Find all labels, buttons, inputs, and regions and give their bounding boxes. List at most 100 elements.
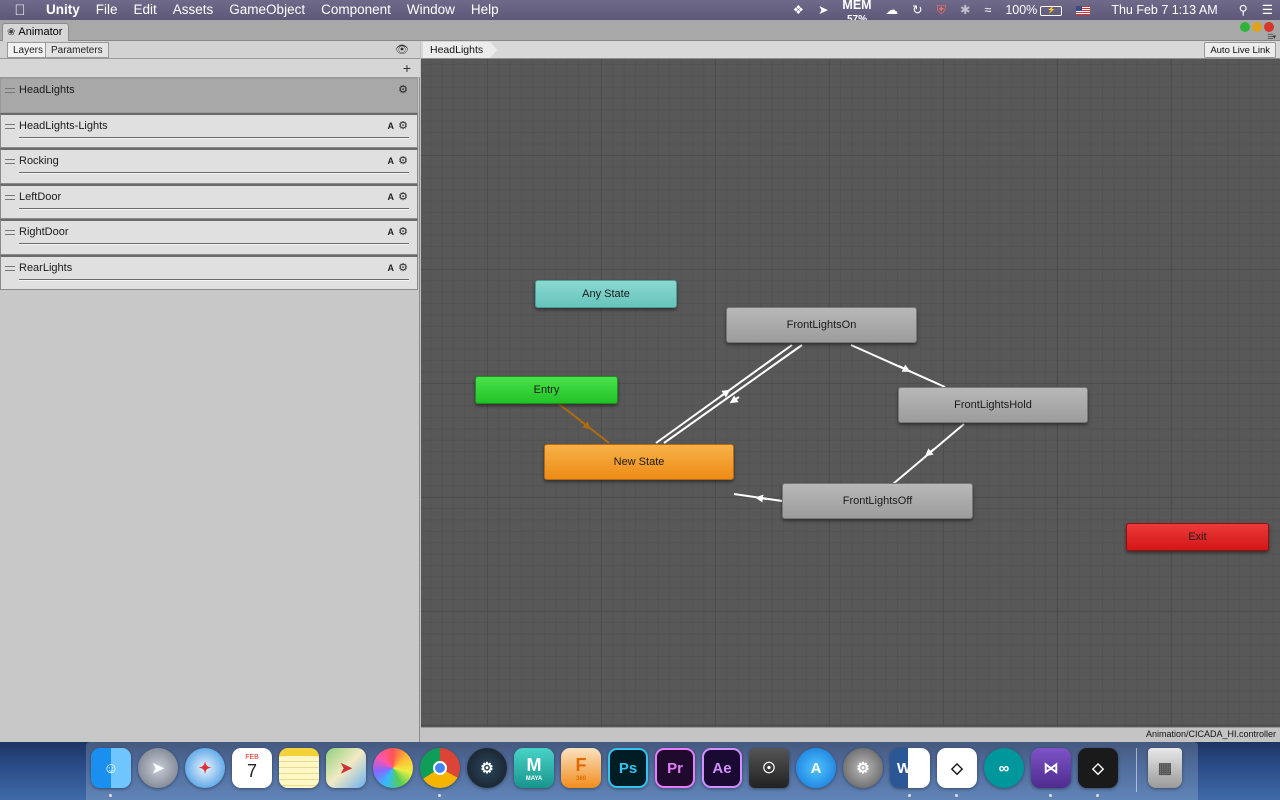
transition-newstate-to-frontlightson[interactable] bbox=[655, 344, 793, 444]
shield-icon[interactable]: ⛨ bbox=[936, 3, 946, 17]
layer-weight-slider[interactable] bbox=[19, 207, 409, 210]
creative-cloud-icon[interactable]: ☁ bbox=[885, 3, 899, 17]
running-indicator bbox=[955, 794, 958, 797]
front-lights-hold-node[interactable]: FrontLightsHold bbox=[898, 387, 1088, 423]
drag-handle-icon[interactable] bbox=[5, 194, 15, 200]
visual-studio-icon[interactable]: ⋈ bbox=[1031, 748, 1071, 788]
memory-monitor[interactable]: MEM 57% bbox=[835, 0, 878, 25]
battery-status[interactable]: 100%⚡ bbox=[998, 0, 1069, 20]
menu-app-name[interactable]: Unity bbox=[46, 2, 80, 17]
menu-gameobject[interactable]: GameObject bbox=[229, 2, 306, 17]
layer-item[interactable]: HeadLights ⚙ bbox=[0, 77, 418, 113]
window-zoom-button[interactable] bbox=[1252, 22, 1262, 32]
unity-icon[interactable]: ◇ bbox=[1078, 748, 1118, 788]
maps-icon[interactable]: ➤ bbox=[326, 748, 366, 788]
menu-help[interactable]: Help bbox=[470, 2, 499, 17]
word-icon[interactable]: W bbox=[890, 748, 930, 788]
drag-handle-icon[interactable] bbox=[5, 230, 15, 235]
fusion-360-icon[interactable]: F 360 bbox=[561, 748, 601, 788]
send-icon[interactable]: ➤ bbox=[817, 3, 829, 17]
after-effects-icon[interactable]: Ae bbox=[702, 748, 742, 788]
steam-icon[interactable]: ⚙ bbox=[467, 748, 507, 788]
safari-icon[interactable]: ✦ bbox=[185, 748, 225, 788]
layer-item[interactable]: LeftDoor A ⚙ bbox=[0, 183, 418, 219]
photos-icon[interactable] bbox=[373, 748, 413, 788]
front-lights-on-node[interactable]: FrontLightsOn bbox=[726, 307, 917, 343]
clock[interactable]: Thu Feb 7 1:13 AM bbox=[1111, 3, 1218, 17]
any-state-node[interactable]: Any State bbox=[535, 280, 677, 308]
layer-item[interactable]: HeadLights-Lights A ⚙ bbox=[0, 112, 418, 148]
window-close-button[interactable] bbox=[1264, 22, 1274, 32]
layer-item[interactable]: RightDoor A ⚙ bbox=[0, 219, 418, 255]
menu-component[interactable]: Component bbox=[321, 2, 391, 17]
launchpad-icon[interactable]: ➤ bbox=[138, 748, 178, 788]
notes-icon[interactable] bbox=[279, 748, 319, 788]
dropbox-icon[interactable]: ❖ bbox=[792, 3, 804, 17]
app-store-icon[interactable]: A bbox=[796, 748, 836, 788]
drag-handle-icon[interactable] bbox=[5, 88, 15, 93]
menu-edit[interactable]: Edit bbox=[133, 2, 157, 17]
memory-label: MEM bbox=[842, 0, 872, 12]
menu-window[interactable]: Window bbox=[406, 2, 455, 17]
layer-weight-slider[interactable] bbox=[19, 243, 409, 245]
notification-center-icon[interactable]: ☰ bbox=[1261, 3, 1273, 17]
transition-frontlightson-to-hold[interactable] bbox=[850, 344, 946, 388]
layer-weight-slider[interactable] bbox=[19, 136, 409, 139]
drag-handle-icon[interactable] bbox=[5, 123, 15, 129]
bluetooth-icon[interactable]: ✱ bbox=[959, 3, 971, 17]
photoshop-icon[interactable]: Ps bbox=[608, 748, 648, 788]
window-minimize-button[interactable] bbox=[1240, 22, 1250, 32]
trash-icon[interactable]: ▦ bbox=[1148, 748, 1182, 788]
calendar-icon[interactable]: FEB 7 bbox=[232, 748, 272, 788]
gear-icon[interactable]: ⚙ bbox=[398, 155, 408, 167]
disk-utility-icon[interactable]: ☉ bbox=[749, 748, 789, 788]
transition-frontlightson-to-newstate[interactable] bbox=[663, 344, 803, 444]
arduino-icon[interactable]: ∞ bbox=[984, 748, 1024, 788]
premiere-icon[interactable]: Pr bbox=[655, 748, 695, 788]
layer-weight-slider[interactable] bbox=[19, 172, 409, 174]
premiere-label: Pr bbox=[667, 759, 683, 777]
gear-icon[interactable]: ⚙ bbox=[398, 226, 408, 238]
finder-icon[interactable]: ☺ bbox=[91, 748, 131, 788]
entry-node[interactable]: Entry bbox=[475, 376, 618, 404]
layer-weight-slider[interactable] bbox=[19, 278, 409, 281]
tab-animator[interactable]: ❀ Animator bbox=[2, 23, 70, 41]
additive-badge: A bbox=[387, 120, 395, 131]
drag-handle-icon[interactable] bbox=[5, 265, 15, 271]
additive-badge: A bbox=[387, 262, 395, 273]
breadcrumb[interactable]: HeadLights bbox=[423, 42, 497, 58]
add-layer-button[interactable]: + bbox=[402, 60, 411, 76]
gear-icon[interactable]: ⚙ bbox=[398, 84, 408, 96]
layer-item[interactable]: Rocking A ⚙ bbox=[0, 148, 418, 184]
apple-menu-icon[interactable]:  bbox=[0, 2, 40, 19]
chrome-icon[interactable] bbox=[420, 748, 460, 788]
panel-tabs: Layers Parameters 👁 bbox=[0, 41, 420, 59]
gear-icon[interactable]: ⚙ bbox=[398, 119, 408, 132]
state-machine-graph[interactable]: Any State Entry New State FrontLightsOn … bbox=[421, 59, 1280, 727]
gear-icon[interactable]: ⚙ bbox=[398, 261, 408, 274]
new-state-node[interactable]: New State bbox=[544, 444, 734, 480]
eye-icon[interactable]: 👁 bbox=[395, 44, 409, 56]
unity-hub-icon[interactable]: ◇ bbox=[937, 748, 977, 788]
window-options-icon[interactable]: ☰▾ bbox=[1267, 34, 1276, 41]
sync-icon[interactable]: ↻ bbox=[912, 3, 923, 17]
gear-icon[interactable]: ⚙ bbox=[398, 190, 408, 203]
layer-item[interactable]: RearLights A ⚙ bbox=[0, 254, 418, 290]
input-source-flag-icon[interactable] bbox=[1069, 0, 1097, 20]
exit-node[interactable]: Exit bbox=[1126, 523, 1269, 551]
transition-hold-to-frontlightsoff[interactable] bbox=[892, 423, 965, 485]
front-lights-off-node[interactable]: FrontLightsOff bbox=[782, 483, 973, 519]
menu-file[interactable]: File bbox=[95, 2, 118, 17]
menu-assets[interactable]: Assets bbox=[172, 2, 214, 17]
tab-layers[interactable]: Layers bbox=[7, 42, 50, 58]
transition-entry-to-newstate[interactable] bbox=[558, 403, 610, 444]
running-indicator bbox=[908, 794, 911, 797]
drag-handle-icon[interactable] bbox=[5, 159, 15, 164]
system-preferences-icon[interactable]: ⚙ bbox=[843, 748, 883, 788]
wifi-icon[interactable]: ≈ bbox=[984, 3, 992, 17]
spotlight-search-icon[interactable]: ⚲ bbox=[1238, 3, 1248, 17]
tab-parameters[interactable]: Parameters bbox=[45, 42, 109, 58]
layer-name: LeftDoor bbox=[19, 190, 62, 203]
auto-live-link-button[interactable]: Auto Live Link bbox=[1204, 42, 1276, 58]
maya-icon[interactable]: M MAYA bbox=[514, 748, 554, 788]
